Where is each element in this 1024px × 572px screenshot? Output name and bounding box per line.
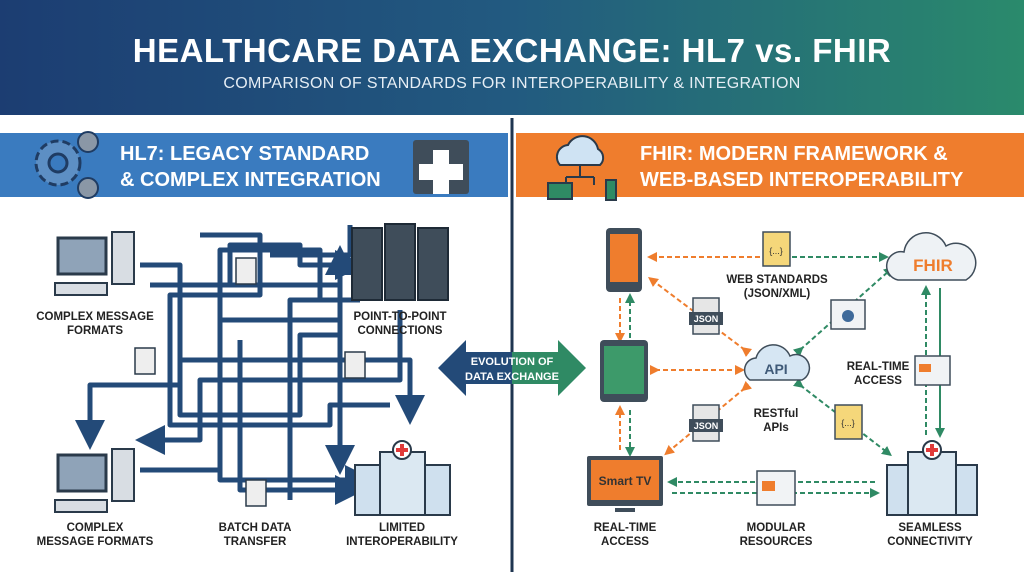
label-real-time-bottom: REAL-TIME: [594, 522, 657, 534]
label-message-formats: MESSAGE FORMATS: [37, 536, 154, 548]
computer-icon-bottom: [54, 448, 135, 513]
code-document-icon-bottom: {...}: [834, 404, 863, 440]
label-access-bottom: ACCESS: [601, 536, 649, 548]
label-access-right: ACCESS: [854, 375, 902, 387]
label-complex: COMPLEX: [67, 522, 124, 534]
fhir-cloud-icon: FHIR: [886, 232, 977, 281]
label-complex-message-formats-2: FORMATS: [67, 325, 123, 337]
label-point-to-point: POINT-TO-POINT: [353, 311, 446, 323]
hl7-heading-line1: HL7: LEGACY STANDARD: [120, 143, 369, 165]
gear-icon: [34, 131, 99, 199]
json-label-2: JSON: [694, 421, 719, 431]
label-complex-message-formats: COMPLEX MESSAGE: [36, 311, 154, 323]
label-transfer: TRANSFER: [224, 536, 287, 548]
page-title: HEALTHCARE DATA EXCHANGE: HL7 vs. FHIR: [132, 32, 892, 69]
computer-icon-top: [54, 231, 135, 296]
browser-window-icon-right: [914, 355, 951, 386]
label-real-time-right: REAL-TIME: [847, 361, 910, 373]
header-banner: HEALTHCARE DATA EXCHANGE: HL7 vs. FHIR C…: [0, 0, 1024, 115]
smart-tv-label: Smart TV: [599, 474, 652, 488]
medical-cross-chat-icon: [413, 140, 469, 194]
smartphone-icon: [606, 228, 642, 292]
label-connections: CONNECTIONS: [358, 325, 443, 337]
code-document-icon-top: {...}: [762, 231, 791, 267]
hospital-icon-right: [886, 440, 978, 516]
hl7-heading-line2: & COMPLEX INTEGRATION: [120, 169, 381, 191]
server-rack-icon: [351, 223, 449, 301]
tangled-connections: [75, 225, 425, 505]
hospital-icon-left: [354, 440, 451, 516]
api-cloud-icon: API: [743, 344, 811, 381]
evolution-line2: DATA EXCHANGE: [465, 371, 559, 383]
label-limited: LIMITED: [379, 522, 425, 534]
document-icons: [134, 257, 366, 507]
label-web-standards: WEB STANDARDS: [726, 274, 828, 286]
label-modular: MODULAR: [747, 522, 806, 534]
web-globe-browser-icon: [830, 299, 866, 330]
label-restful: RESTful: [754, 408, 799, 420]
label-connectivity: CONNECTIVITY: [887, 536, 973, 548]
fhir-cloud-label: FHIR: [913, 256, 953, 275]
page-subtitle: COMPARISON OF STANDARDS FOR INTEROPERABI…: [223, 75, 801, 92]
json-file-icon-bottom: JSON: [689, 404, 723, 442]
label-interoperability: INTEROPERABILITY: [346, 536, 458, 548]
label-json-xml: (JSON/XML): [744, 288, 811, 300]
json-label-1: JSON: [694, 314, 719, 324]
evolution-arrow: EVOLUTION OF DATA EXCHANGE: [438, 340, 586, 396]
fhir-heading-line2: WEB-BASED INTEROPERABILITY: [640, 169, 964, 191]
api-label: API: [764, 361, 787, 377]
label-resources: RESOURCES: [740, 536, 813, 548]
label-apis: APIs: [763, 422, 789, 434]
tablet-icon: [600, 340, 648, 402]
code-doc-text-2: {...}: [841, 418, 855, 428]
code-doc-text-1: {...}: [769, 246, 783, 256]
evolution-line1: EVOLUTION OF: [471, 356, 554, 368]
cloud-devices-icon: [547, 135, 617, 201]
modular-resources-browser-icon: [756, 470, 796, 506]
json-file-icon-top: JSON: [689, 297, 723, 335]
label-seamless: SEAMLESS: [898, 522, 962, 534]
smart-tv-icon: Smart TV: [587, 456, 663, 512]
label-batch-data: BATCH DATA: [219, 522, 292, 534]
fhir-heading-line1: FHIR: MODERN FRAMEWORK &: [640, 143, 948, 165]
